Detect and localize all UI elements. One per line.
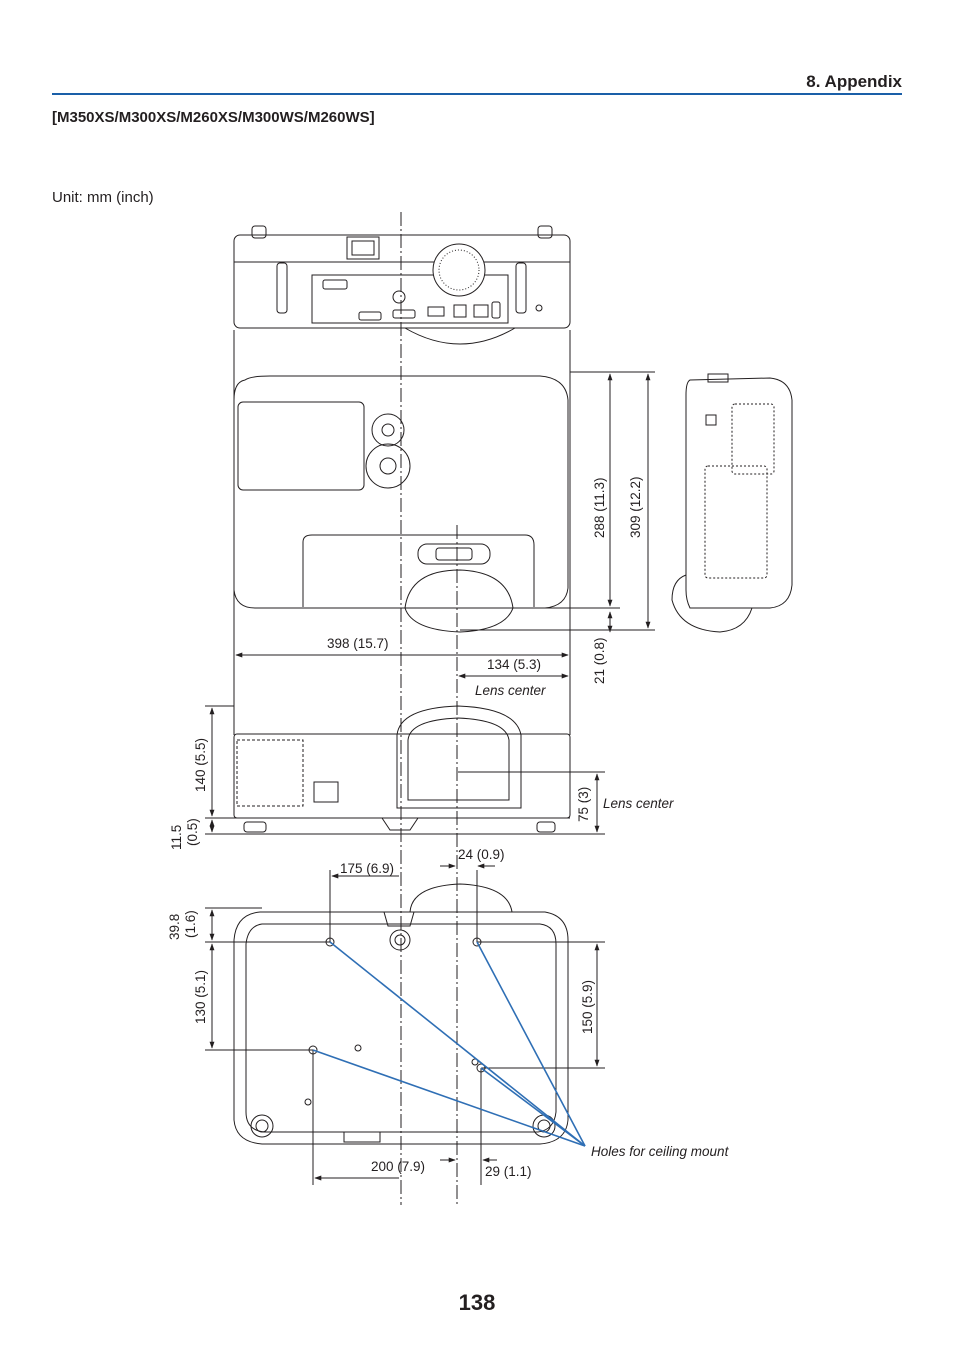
dim-height: 140 (5.5) [193,738,208,792]
unit-label: Unit: mm (inch) [52,189,154,206]
dim-width: 398 (15.7) [327,636,389,651]
dim-lens-offset-horizontal: 134 (5.3) [487,657,541,672]
lens-center-label-top: Lens center [475,683,546,698]
dim-hole-depth-inch: (1.6) [183,910,198,938]
front-view [233,705,571,833]
dim-hole-depth-value: 39.8 [167,914,182,940]
dim-hole-spacing-depth: 130 (5.1) [193,970,208,1024]
ceiling-mount-leaders [312,941,586,1147]
dimension-labels: 288 (11.3) 309 (12.2) 21 (0.8) 398 (15.7… [167,476,730,1179]
header-rule [52,93,902,95]
dimension-arrows [209,373,651,1181]
side-view [671,373,793,633]
dim-lens-height: 75 (3) [576,787,591,822]
ceiling-mount-label: Holes for ceiling mount [591,1144,730,1159]
dim-hole-offset-b: 24 (0.9) [458,847,505,862]
dim-lens-protrusion: 21 (0.8) [592,637,607,684]
dim-top-depth: 288 (11.3) [592,477,607,538]
page-number: 138 [458,1290,496,1315]
dim-foot-height-value: 11.5 [169,825,184,850]
model-heading: [M350XS/M300XS/M260XS/M300WS/M260WS] [52,109,375,126]
dim-overall-depth: 309 (12.2) [628,476,643,538]
dim-foot-height-inch: (0.5) [185,818,200,846]
dim-hole-offset-a: 175 (6.9) [340,861,394,876]
dim-hole-spacing-width: 200 (7.9) [371,1159,425,1174]
rear-view [233,225,571,345]
center-lines [205,212,655,1205]
lens-center-label-front: Lens center [603,796,674,811]
dim-hole-offset-c: 29 (1.1) [485,1164,532,1179]
dim-hole-spacing-right: 150 (5.9) [580,980,595,1034]
section-title: 8. Appendix [806,72,902,91]
